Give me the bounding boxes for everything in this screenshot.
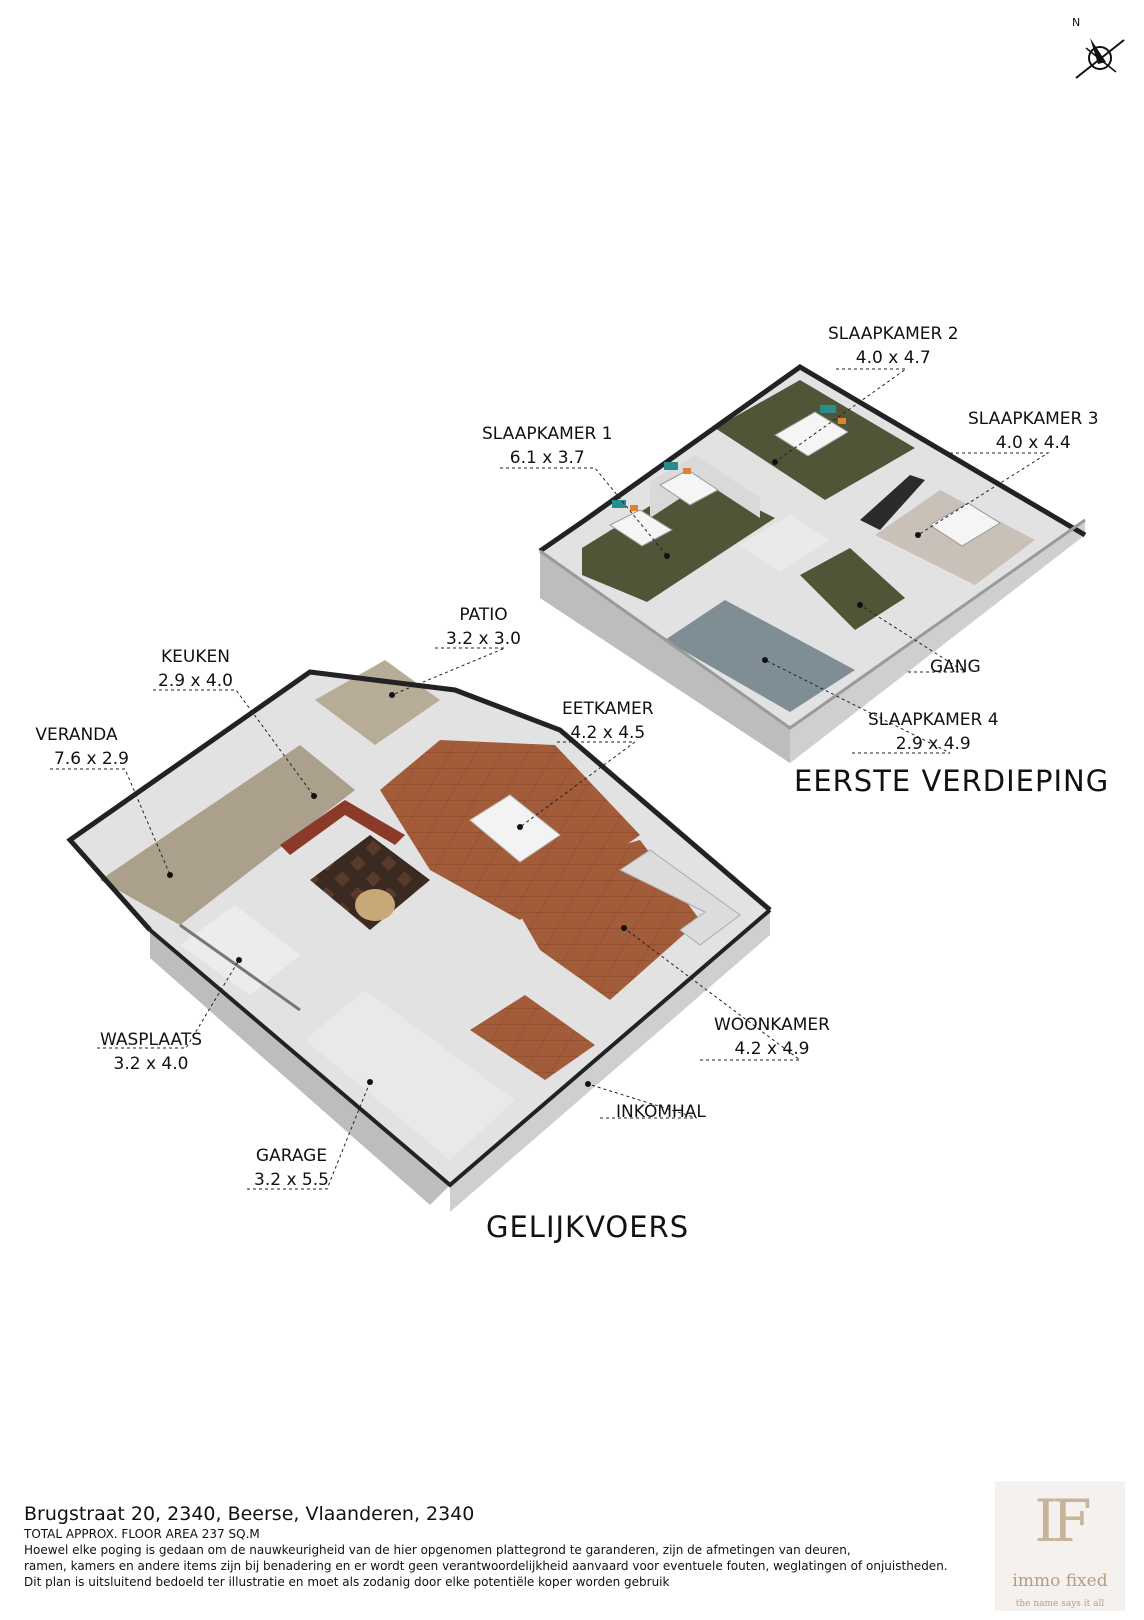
room-dimensions: 2.9 x 4.0 (158, 671, 233, 691)
label-woonkamer: WOONKAMER 4.2 x 4.9 (714, 1013, 830, 1061)
room-name: GANG (930, 657, 981, 677)
bed-icons (608, 411, 1001, 547)
leader-garage (247, 1081, 371, 1190)
leader-veranda (50, 768, 171, 876)
label-gang: GANG (930, 655, 981, 679)
room-name: GARAGE (255, 1146, 328, 1166)
wasplaats-floor (180, 905, 300, 995)
room-dimensions: 3.2 x 4.0 (113, 1054, 189, 1074)
floor-title-first: EERSTE VERDIEPING (794, 764, 1110, 798)
bathroom-floor (740, 515, 830, 572)
slaapkamer1-partition (650, 455, 760, 518)
label-patio: PATIO 3.2 x 3.0 (446, 603, 521, 651)
room-markers (167, 459, 921, 1087)
disclaimer-line-1: Hoewel elke poging is gedaan om de nauwk… (24, 1543, 851, 1557)
keuken-floor (310, 835, 430, 930)
label-slaapkamer3: SLAAPKAMER 3 4.0 x 4.4 (968, 407, 1099, 455)
label-slaapkamer1: SLAAPKAMER 1 6.1 x 3.7 (482, 422, 613, 470)
patio-floor (315, 660, 440, 745)
room-name: KEUKEN (161, 647, 230, 667)
room-name: WASPLAATS (100, 1030, 202, 1050)
room-dimensions: 7.6 x 2.9 (54, 749, 129, 769)
brand-logo: IF immo fixed the name says it all (995, 1481, 1125, 1611)
round-table (355, 889, 395, 921)
label-wasplaats: WASPLAATS 3.2 x 4.0 (100, 1028, 202, 1076)
leader-inkomhal (587, 1083, 698, 1119)
garage-floor (305, 990, 515, 1160)
leader-slaapkamer1 (500, 467, 668, 557)
leader-slaapkamer3 (917, 452, 1050, 536)
room-name: WOONKAMER (714, 1015, 830, 1035)
cushion-icons (630, 418, 846, 511)
first-floor-plan (538, 364, 1087, 763)
room-dimensions: 4.0 x 4.7 (855, 348, 931, 368)
slaapkamer1-floor (582, 478, 775, 602)
gang-floor (800, 548, 905, 630)
sofa (619, 849, 741, 946)
room-dimensions: 4.2 x 4.9 (734, 1039, 810, 1059)
dining-table (469, 794, 561, 863)
leader-woonkamer (623, 927, 802, 1061)
compass-north-arrow-icon: N (1072, 16, 1132, 86)
first-floor-left-face (540, 551, 790, 763)
label-slaapkamer4: SLAAPKAMER 4 2.9 x 4.9 (868, 708, 999, 756)
room-name: EETKAMER (562, 699, 654, 719)
room-dimensions: 3.2 x 3.0 (446, 629, 521, 649)
inkomhal-floor (470, 995, 595, 1080)
room-name: SLAAPKAMER 1 (482, 424, 613, 444)
footer: Brugstraat 20, 2340, Beerse, Vlaanderen,… (24, 1502, 954, 1590)
room-name: SLAAPKAMER 3 (968, 409, 1099, 429)
disclaimer-line-3: Dit plan is uitsluitend bedoeld ter illu… (24, 1575, 670, 1589)
leader-patio (391, 647, 506, 696)
room-dimensions: 6.1 x 3.7 (509, 448, 585, 468)
ground-floor-inner-walls (179, 923, 301, 1012)
label-keuken: KEUKEN 2.9 x 4.0 (158, 645, 233, 693)
ground-floor-front-wall (148, 908, 772, 1188)
room-name: PATIO (459, 605, 508, 625)
slaapkamer4-floor (665, 600, 855, 712)
north-label: N (1072, 16, 1081, 29)
ground-floor-outer-wall (66, 669, 772, 932)
room-dimensions: 4.2 x 4.5 (570, 723, 646, 743)
ground-floor-right-face (450, 910, 770, 1212)
leader-wasplaats (97, 959, 240, 1049)
room-name: VERANDA (35, 725, 118, 745)
label-eetkamer: EETKAMER 4.2 x 4.5 (562, 697, 654, 745)
label-garage: GARAGE 3.2 x 5.5 (254, 1144, 329, 1192)
slaapkamer3-wardrobe (860, 475, 925, 530)
logo-brand-name: immo fixed (1012, 1571, 1108, 1591)
disclaimer-line-2: ramen, kamers en andere items zijn bij b… (24, 1559, 948, 1573)
leader-gang (859, 604, 967, 673)
label-slaapkamer2: SLAAPKAMER 2 4.0 x 4.7 (828, 322, 959, 370)
label-inkomhal: INKOMHAL (616, 1100, 706, 1124)
address: Brugstraat 20, 2340, Beerse, Vlaanderen,… (24, 1503, 475, 1525)
label-veranda: VERANDA 7.6 x 2.9 (24, 723, 129, 771)
room-dimensions: 3.2 x 5.5 (254, 1170, 329, 1190)
first-floor-outer-wall (538, 364, 1087, 554)
leader-eetkamer (519, 741, 637, 828)
ground-floor-left-face (150, 930, 450, 1205)
first-floor-front-wall (539, 518, 1086, 730)
pillow-icons (612, 405, 836, 508)
first-floor-right-face (790, 520, 1085, 763)
leader-keuken (153, 689, 315, 797)
leader-lines (50, 368, 1050, 1190)
room-name: SLAAPKAMER 2 (828, 324, 959, 344)
ground-floor-plan (66, 660, 772, 1212)
room-name: INKOMHAL (616, 1102, 706, 1122)
room-name: SLAAPKAMER 4 (868, 710, 999, 730)
logo-monogram: IF (1034, 1487, 1091, 1555)
logo-tagline: the name says it all (1015, 1599, 1105, 1609)
floor-area: TOTAL APPROX. FLOOR AREA 237 SQ.M (24, 1527, 260, 1541)
keuken-counter (280, 800, 405, 855)
veranda-floor (100, 745, 355, 925)
floor-title-ground: GELIJKVOERS (486, 1210, 690, 1244)
leader-slaapkamer4 (764, 659, 951, 754)
room-dimensions: 4.0 x 4.4 (995, 433, 1071, 453)
room-dimensions: 2.9 x 4.9 (895, 734, 971, 754)
